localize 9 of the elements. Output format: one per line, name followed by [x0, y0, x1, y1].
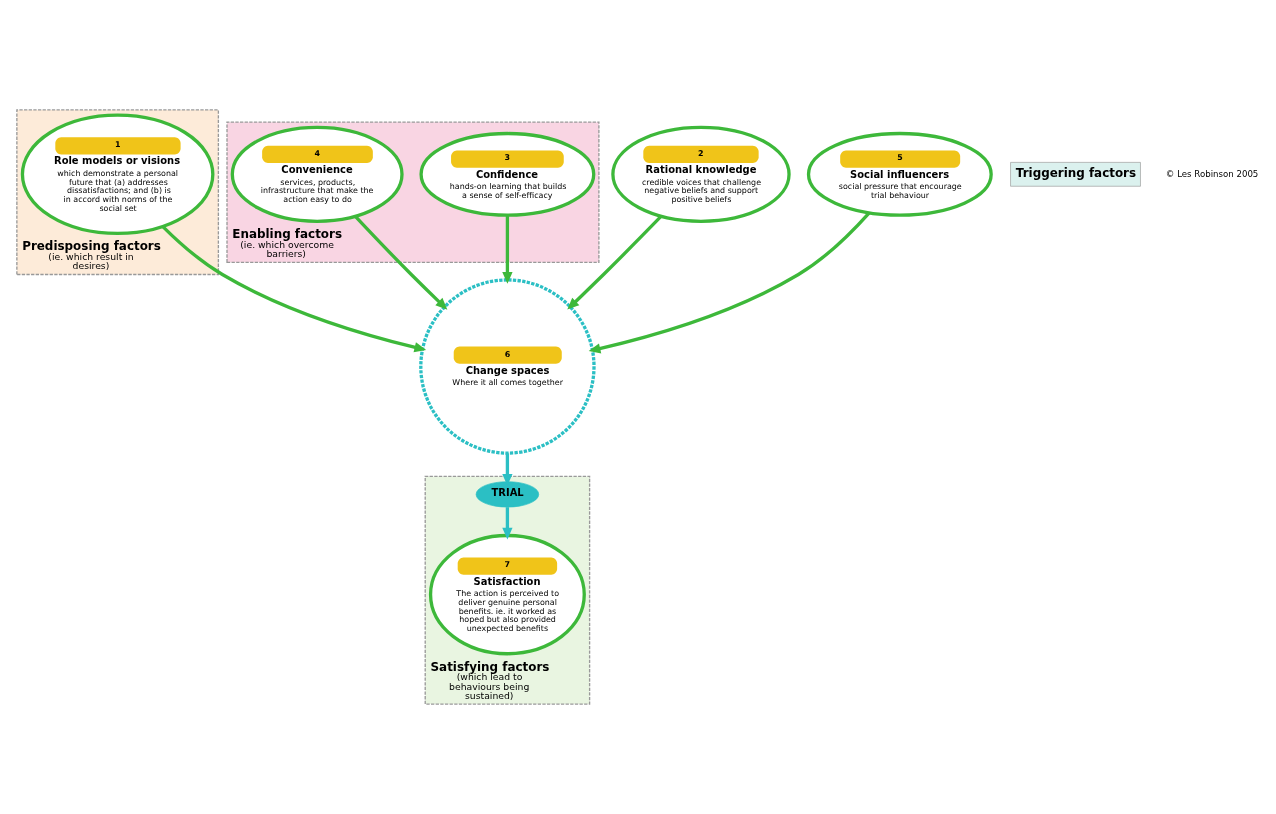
- arrow: [567, 215, 663, 310]
- arrow: [502, 507, 513, 540]
- node-ellipse: TRIAL: [475, 481, 540, 508]
- arrow: [502, 215, 513, 284]
- arrow: [161, 225, 427, 353]
- arrow: [588, 211, 871, 354]
- node-box: Triggering factors: [1010, 162, 1141, 187]
- label: © Les Robinson 2005: [1165, 168, 1259, 179]
- arrow: [354, 215, 448, 310]
